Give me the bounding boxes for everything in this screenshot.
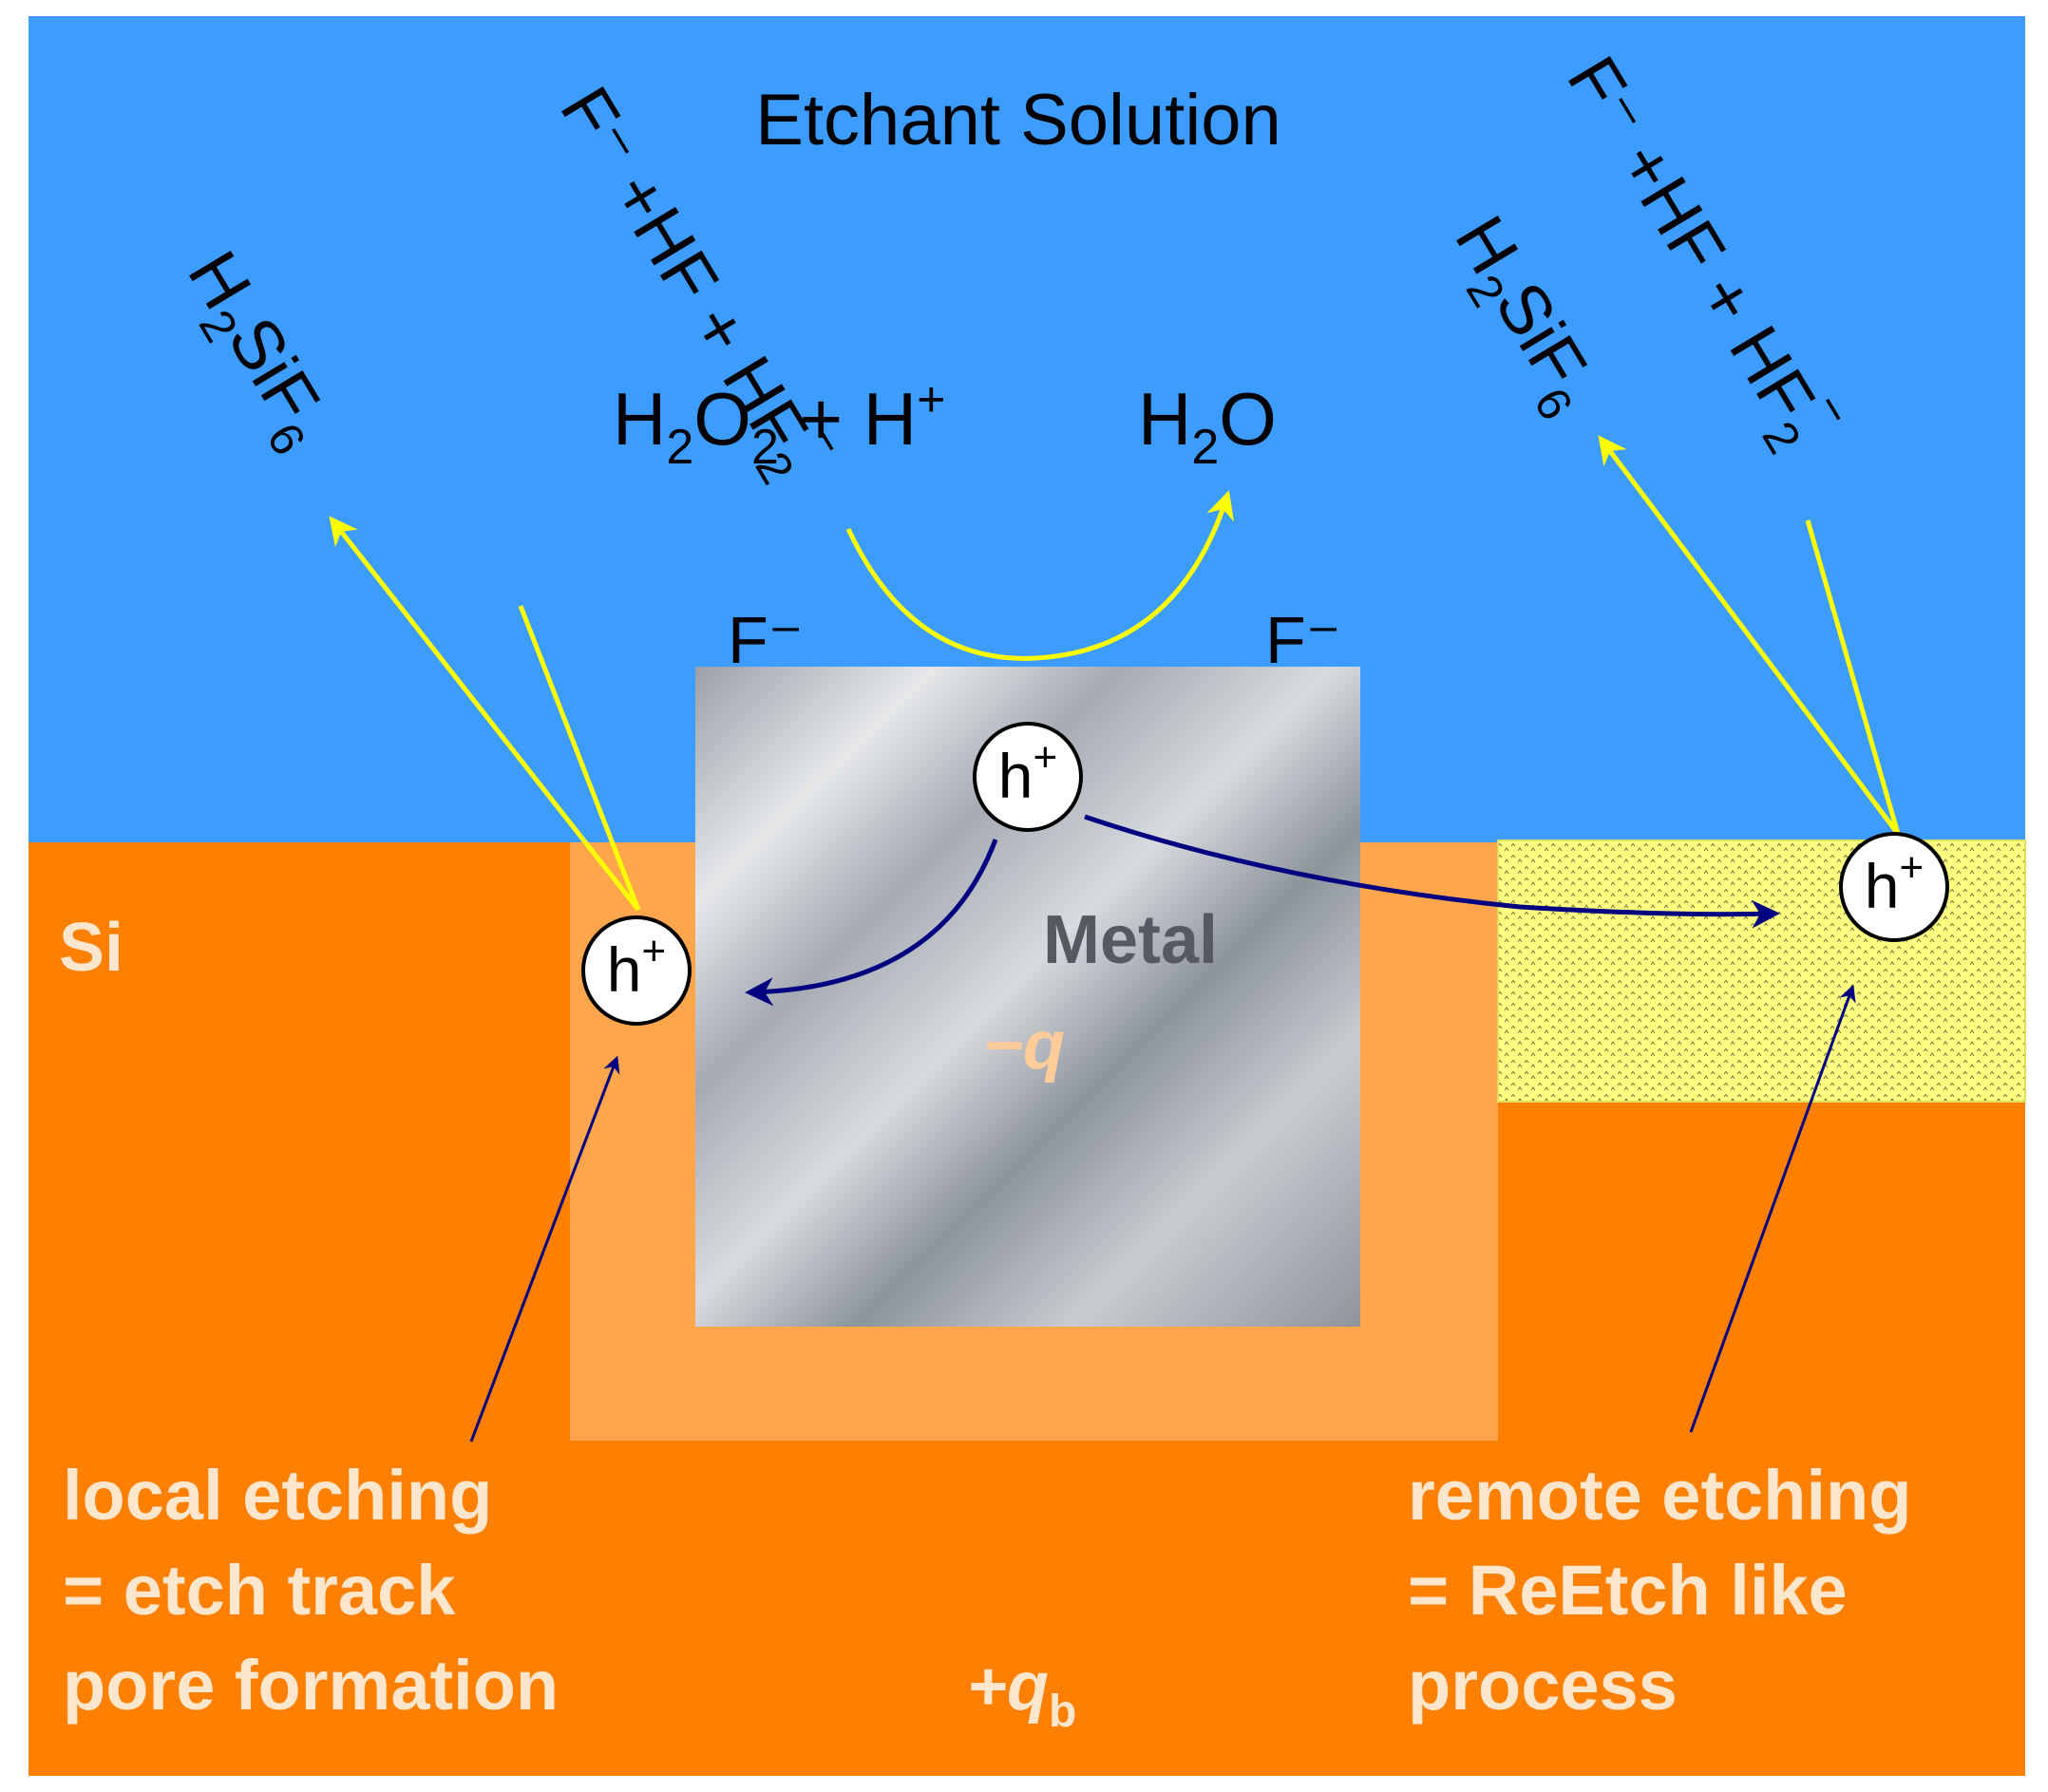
local-etching-caption: local etching = etch track pore formatio… xyxy=(63,1456,559,1725)
left-hf2-line xyxy=(518,605,641,911)
water-product-label: H2O xyxy=(1138,377,1277,475)
hole-remote: h+ xyxy=(1839,832,1949,942)
svg-text:h+: h+ xyxy=(607,928,666,1005)
svg-text:h+: h+ xyxy=(998,734,1057,811)
hole-local: h+ xyxy=(581,915,692,1026)
reduction-arrow xyxy=(845,490,1234,661)
remote-transfer-arrow xyxy=(1084,814,1780,929)
remote-etching-caption: remote etching = ReEtch like process xyxy=(1408,1456,1931,1725)
local-caption-arrow xyxy=(469,1055,620,1443)
local-transfer-arrow xyxy=(745,839,998,1007)
metal-charge-label: −q xyxy=(983,1008,1065,1084)
right-hf2-line xyxy=(1805,519,1901,835)
left-h2sif6-arrow xyxy=(329,516,640,912)
fluoride-right-label: F⁻ xyxy=(1265,603,1341,677)
fluoride-left-label: F⁻ xyxy=(728,603,804,677)
svg-text:h+: h+ xyxy=(1865,844,1924,921)
remote-caption-arrow xyxy=(1689,984,1856,1433)
hole-metal: h+ xyxy=(973,722,1083,832)
silicon-label: Si xyxy=(59,910,123,986)
bulk-charge-label: +qb xyxy=(967,1649,1076,1737)
etchant-solution-label: Etchant Solution xyxy=(755,80,1281,160)
peroxide-reactant-label: H2O2 + H+ xyxy=(613,372,945,475)
right-h2sif6-arrow xyxy=(1598,435,1900,836)
metal-label: Metal xyxy=(1043,902,1218,978)
